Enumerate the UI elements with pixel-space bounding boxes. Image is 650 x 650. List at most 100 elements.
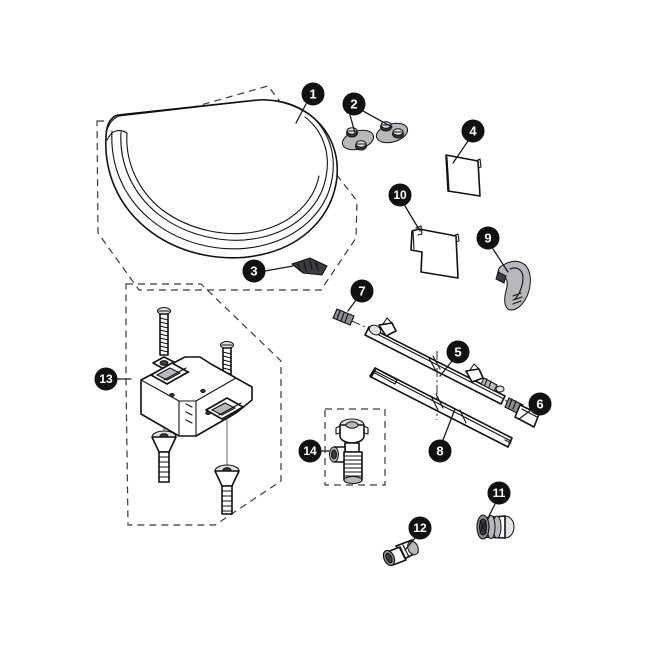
mounting-anchor-left-cone xyxy=(151,436,177,453)
callout-leader-lines xyxy=(116,103,532,551)
part-hose-connector-nut[interactable] xyxy=(476,514,515,540)
callout-8[interactable]: 8 xyxy=(428,439,452,463)
callout-7[interactable]: 7 xyxy=(350,279,374,303)
upper-rail-joint-mid xyxy=(428,357,437,372)
rear-cover-panel-body xyxy=(410,228,459,279)
fixing-pin-thread-4 xyxy=(315,261,319,271)
fixing-pin-thread-1 xyxy=(297,263,301,272)
hinge-pad-right xyxy=(375,121,409,144)
upper-rail-stud-groove-1 xyxy=(484,378,488,386)
valve-bottom-face xyxy=(343,476,363,484)
callout-10[interactable]: 10 xyxy=(388,183,412,207)
callout-12[interactable]: 12 xyxy=(408,516,432,540)
callout-6[interactable]: 6 xyxy=(528,392,552,416)
callout-5-circle xyxy=(446,340,470,364)
part-seat-fixing-pin[interactable] xyxy=(290,257,328,276)
upper-rail-bracket-right-stud xyxy=(480,377,498,392)
callout-2[interactable]: 2 xyxy=(342,92,366,116)
mounting-plate-upper-edge xyxy=(140,377,237,402)
mounting-plate xyxy=(140,356,253,437)
upper-rail-bracket-right xyxy=(465,363,505,393)
rail-end-plug-body xyxy=(332,308,355,326)
part-elbow-fitting[interactable] xyxy=(381,539,420,568)
callout-1[interactable]: 1 xyxy=(301,82,325,106)
callout-6-circle xyxy=(528,392,552,416)
seat-lid-front-lip xyxy=(105,99,259,138)
valve-side-outlet-bore xyxy=(331,449,337,460)
part-lower-slide-rail[interactable] xyxy=(369,367,513,448)
part-shutoff-valve[interactable] xyxy=(329,418,369,484)
callout-3[interactable]: 3 xyxy=(242,259,266,283)
part-rail-end-cap[interactable] xyxy=(504,397,540,428)
leader-3 xyxy=(264,265,294,272)
leader-2b xyxy=(362,110,393,128)
lower-rail-left-chamfer xyxy=(374,368,398,385)
leader-11 xyxy=(487,503,496,519)
mounting-plate-rib-3 xyxy=(185,419,193,424)
mounting-plate-slot-right-inner xyxy=(210,402,237,416)
upper-rail-joint-mid2 xyxy=(432,355,441,370)
mounting-anchor-right-barrel xyxy=(221,485,233,515)
callout-4[interactable]: 4 xyxy=(461,119,485,143)
upper-rail-bracket-right-fin xyxy=(469,363,480,371)
hinge-pad-left xyxy=(341,127,375,151)
release-lever-body xyxy=(498,260,531,311)
part-release-lever-clip[interactable] xyxy=(495,260,531,311)
part-rail-end-plug[interactable] xyxy=(332,308,373,331)
leader-5 xyxy=(439,360,453,377)
callout-2-circle xyxy=(342,92,366,116)
part-mounting-plate-kit[interactable] xyxy=(140,307,253,515)
leader-6 xyxy=(518,409,532,420)
mounting-plate-group-boundary xyxy=(125,283,282,526)
side-cover-panel-body xyxy=(445,154,481,197)
seat-lid-top-seam xyxy=(111,112,334,250)
part-side-cover-panel[interactable] xyxy=(445,154,482,197)
callout-9[interactable]: 9 xyxy=(476,226,500,250)
rail-end-cap-groove-2 xyxy=(512,400,517,410)
mounting-anchor-left xyxy=(151,430,177,483)
elbow-fitting-rib-2 xyxy=(402,544,410,558)
callout-1-circle xyxy=(301,82,325,106)
hose-nut-spoke-2 xyxy=(479,520,487,534)
leader-9 xyxy=(492,248,509,273)
upper-rail-bracket-left-boss xyxy=(368,324,382,336)
valve-thread-rings xyxy=(343,455,363,477)
lower-rail-joint-a xyxy=(430,395,439,411)
lower-rail-joint-b xyxy=(435,393,444,409)
part-rear-cover-panel[interactable] xyxy=(410,225,460,279)
upper-rail-bracket-left xyxy=(368,317,397,337)
mounting-plate-rib-2 xyxy=(185,411,193,416)
upper-rail-bracket-left-body xyxy=(378,322,397,337)
upper-rail-bracket-left-fin xyxy=(382,317,393,325)
mounting-plate-rib-1 xyxy=(185,403,193,408)
valve-knob-center xyxy=(345,421,359,429)
part-toilet-seat-lid[interactable] xyxy=(105,99,339,259)
rear-cover-panel-tab-right xyxy=(452,233,460,243)
callout-14[interactable]: 14 xyxy=(298,439,322,463)
rail-end-cap-groove-1 xyxy=(508,398,513,408)
callout-5[interactable]: 5 xyxy=(446,340,470,364)
upper-rail-bracket-right-body xyxy=(465,368,484,383)
upper-rail-stud-groove-2 xyxy=(488,380,492,388)
callout-11[interactable]: 11 xyxy=(487,481,511,505)
callout-13[interactable]: 13 xyxy=(94,367,118,391)
lower-rail-right-tip xyxy=(504,439,512,444)
leader-10 xyxy=(404,205,421,232)
lower-rail-left-end xyxy=(369,367,376,378)
valve-side-outlet xyxy=(329,446,346,463)
fixing-pin-thread-2 xyxy=(303,261,307,271)
rail-end-plug-rib-2 xyxy=(340,312,345,322)
part-upper-slide-rail[interactable] xyxy=(364,317,522,420)
callout-3-circle xyxy=(242,259,266,283)
mounting-washer-left-hole xyxy=(159,360,169,366)
callout-8-circle xyxy=(428,439,452,463)
hinge-pad-right-base xyxy=(375,122,409,144)
part-hinge-bolt-pads[interactable] xyxy=(340,120,410,153)
callout-7-circle xyxy=(350,279,374,303)
leader-2a xyxy=(349,114,356,134)
elbow-fitting-bore xyxy=(385,552,393,564)
leader-7 xyxy=(347,299,357,312)
fixing-pin-body xyxy=(290,257,328,276)
